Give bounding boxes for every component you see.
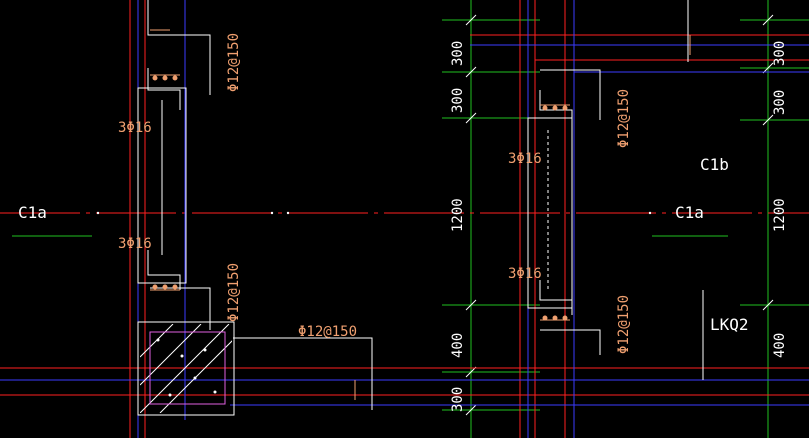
dimension-texts: 300 300 1200 400 300 300 300 1200 400 — [450, 41, 788, 412]
axis-dots — [96, 211, 652, 215]
dimension-ticks — [465, 14, 774, 416]
bars-label-lower-right: 3Φ16 — [508, 266, 542, 282]
stirrup-label-mid-left: Φ12@150 — [226, 263, 242, 322]
bars-label-upper-left: 3Φ16 — [118, 120, 152, 136]
opening-labels: C1a C1a C1b LKQ2 — [18, 155, 749, 334]
stirrup-label-bottom-right: Φ12@150 — [616, 295, 632, 354]
dim-right-0: 300 — [772, 41, 788, 66]
rebar-labels: Φ12@150 Φ12@150 Φ12@150 Φ12@150 Φ12@150 … — [118, 33, 632, 354]
wall-beam-left — [137, 0, 373, 416]
label-window-right: C1a — [675, 203, 704, 222]
stirrup-label-top-right: Φ12@150 — [616, 89, 632, 148]
rebar-marks — [150, 29, 691, 400]
dim-left-3: 400 — [450, 333, 466, 358]
stirrup-label-bottom: Φ12@150 — [298, 324, 357, 340]
grid-lines — [12, 0, 809, 438]
label-window-left: C1a — [18, 203, 47, 222]
dim-left-4: 300 — [450, 387, 466, 412]
stirrup-label-top-left: Φ12@150 — [226, 33, 242, 92]
dim-left-0: 300 — [450, 41, 466, 66]
dim-right-2: 1200 — [772, 198, 788, 232]
column-section — [140, 324, 232, 413]
dim-left-1: 300 — [450, 88, 466, 113]
label-wall-beam: LKQ2 — [710, 315, 749, 334]
label-window-right-upper: C1b — [700, 155, 729, 174]
bars-label-lower-left: 3Φ16 — [118, 236, 152, 252]
wall-beam-right — [527, 0, 704, 380]
dim-right-3: 400 — [772, 333, 788, 358]
bars-label-upper-right: 3Φ16 — [508, 151, 542, 167]
dim-left-2: 1200 — [450, 198, 466, 232]
dim-right-1: 300 — [772, 90, 788, 115]
